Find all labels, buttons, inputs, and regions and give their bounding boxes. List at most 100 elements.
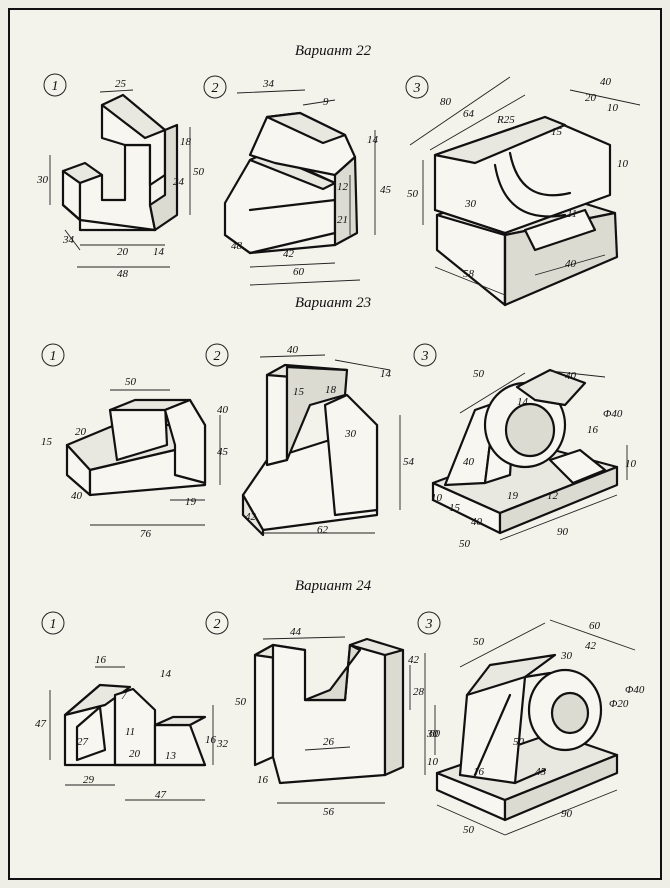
v23-part3-number: 3 (421, 349, 429, 364)
v23-p1-dim-7: 76 (140, 528, 152, 540)
v24-p2-dim-2: 50 (235, 696, 247, 708)
v23-p2-dim-1: 14 (380, 368, 392, 380)
v24-p1-dim-1: 14 (160, 668, 172, 680)
v24-p1-dim-5: 11 (125, 726, 135, 738)
v22-p3-dim-2: R25 (496, 114, 515, 126)
variant-22-title: Вариант 22 (295, 43, 372, 59)
v24-part1-drawing (49, 666, 214, 801)
drawing-sheet: Вариант 22 1 2 3 25 18 30 50 24 34 20 14… (5, 5, 665, 883)
v24-part1-number: 1 (50, 617, 57, 632)
v24-p2-dim-4: 26 (323, 736, 335, 748)
v23-p2-dim-4: 30 (344, 428, 357, 440)
v22-p2-dim-2: 14 (367, 134, 379, 146)
v22-p2-dim-7: 42 (283, 248, 295, 260)
v24-p1-dim-9: 13 (165, 750, 177, 762)
v24-part3-marker (417, 611, 441, 635)
v22-p2-dim-0: 34 (262, 78, 275, 90)
v22-part2-drawing (223, 89, 376, 286)
v24-part2-marker (205, 611, 229, 635)
v23-p3-dim-10: 15 (449, 502, 461, 514)
v23-p1-dim-0: 50 (125, 376, 137, 388)
v23-p3-dim-7: 19 (507, 490, 519, 502)
v22-p1-dim-3: 50 (193, 166, 205, 178)
v23-p3-dim-2: 14 (517, 396, 529, 408)
v22-part2-marker (203, 75, 227, 99)
v23-part3-marker (413, 343, 437, 367)
v23-p3-dim-3: Φ40 (603, 408, 623, 420)
v22-part1-drawing (49, 89, 191, 268)
v22-p3-dim-6: 15 (551, 126, 563, 138)
v22-part3-drawing (409, 76, 641, 307)
v23-part2-marker (205, 343, 229, 367)
v22-part3-number: 3 (413, 81, 421, 96)
v22-p3-dim-3: 40 (600, 76, 612, 88)
v23-p1-dim-5: 40 (71, 490, 83, 502)
v24-p2-dim-6: 16 (257, 774, 269, 786)
v22-p1-dim-8: 48 (117, 268, 129, 280)
v24-p3-dim-0: 60 (589, 620, 601, 632)
variant-24-title: Вариант 24 (295, 578, 372, 594)
v24-p3-dim-11: 90 (561, 808, 573, 820)
v23-p3-dim-5: 40 (463, 456, 475, 468)
v22-p3-dim-5: 10 (607, 102, 619, 114)
v24-p1-dim-6: 20 (129, 748, 141, 760)
v24-p3-dim-2: 42 (585, 640, 597, 652)
v24-p3-dim-6: 30 (426, 728, 439, 740)
v22-p3-dim-12: 40 (565, 258, 577, 270)
v22-p3-dim-1: 64 (463, 108, 475, 120)
v23-p3-dim-0: 50 (473, 368, 485, 380)
drawing-canvas: Вариант 22 1 2 3 25 18 30 50 24 34 20 14… (8, 8, 662, 880)
v22-p2-dim-5: 21 (337, 214, 348, 226)
v23-p2-dim-3: 18 (325, 384, 337, 396)
v22-p2-dim-6: 48 (231, 240, 243, 252)
v23-p1-dim-2: 15 (41, 436, 53, 448)
v22-part3-marker (405, 75, 429, 99)
v22-part2-number: 2 (212, 81, 219, 96)
v22-p3-dim-7: 50 (407, 188, 419, 200)
v23-part2-number: 2 (214, 349, 221, 364)
v22-p2-dim-4: 45 (380, 184, 392, 196)
v23-part1-marker (41, 343, 65, 367)
v22-part1-number: 1 (52, 79, 59, 94)
v24-p3-dim-12: 50 (463, 824, 475, 836)
v23-p1-dim-4: 45 (217, 446, 229, 458)
v23-p2-dim-7: 62 (317, 524, 329, 536)
v22-p2-dim-8: 60 (293, 266, 305, 278)
v22-p1-dim-7: 14 (153, 246, 165, 258)
v24-p3-dim-10: 45 (535, 766, 547, 778)
v24-p2-dim-1: 42 (408, 654, 420, 666)
v24-p1-dim-8: 32 (216, 738, 229, 750)
v22-p1-dim-0: 25 (115, 78, 127, 90)
v24-p2-dim-0: 44 (290, 626, 302, 638)
v23-part3-drawing (431, 368, 628, 541)
v24-p3-dim-4: Φ20 (609, 698, 629, 710)
v22-p3-dim-9: 10 (617, 158, 629, 170)
v22-p3-dim-10: 11 (567, 208, 577, 220)
v24-p2-dim-3: 28 (413, 686, 425, 698)
v23-p3-dim-4: 16 (587, 424, 599, 436)
v24-p1-dim-2: 7 (121, 690, 127, 702)
v24-p1-dim-10: 29 (83, 774, 95, 786)
v22-p3-dim-0: 80 (440, 96, 452, 108)
v23-p3-dim-11: 40 (471, 516, 483, 528)
v24-part1-marker (41, 611, 65, 635)
variant-23-title: Вариант 23 (295, 295, 371, 311)
v24-part2-number: 2 (214, 617, 221, 632)
v24-p3-dim-5: Φ40 (625, 684, 645, 696)
v23-p1-dim-1: 40 (217, 404, 229, 416)
v22-p3-dim-4: 20 (585, 92, 597, 104)
v24-p3-dim-9: 16 (473, 766, 485, 778)
v22-p1-dim-4: 24 (173, 176, 185, 188)
v22-p2-dim-3: 12 (337, 181, 349, 193)
v22-p1-dim-5: 34 (62, 234, 75, 246)
v24-p3-dim-1: 50 (473, 636, 485, 648)
v23-p3-dim-12: 50 (459, 538, 471, 550)
v23-p2-dim-2: 15 (293, 386, 305, 398)
v23-p1-dim-6: 19 (185, 496, 197, 508)
v24-p3-dim-3: 30 (560, 650, 573, 662)
v22-p3-dim-8: 30 (464, 198, 477, 210)
v23-p3-dim-13: 90 (557, 526, 569, 538)
v23-p3-dim-8: 12 (547, 490, 559, 502)
v22-p3-dim-11: 58 (463, 268, 475, 280)
v24-part3-number: 3 (425, 617, 433, 632)
